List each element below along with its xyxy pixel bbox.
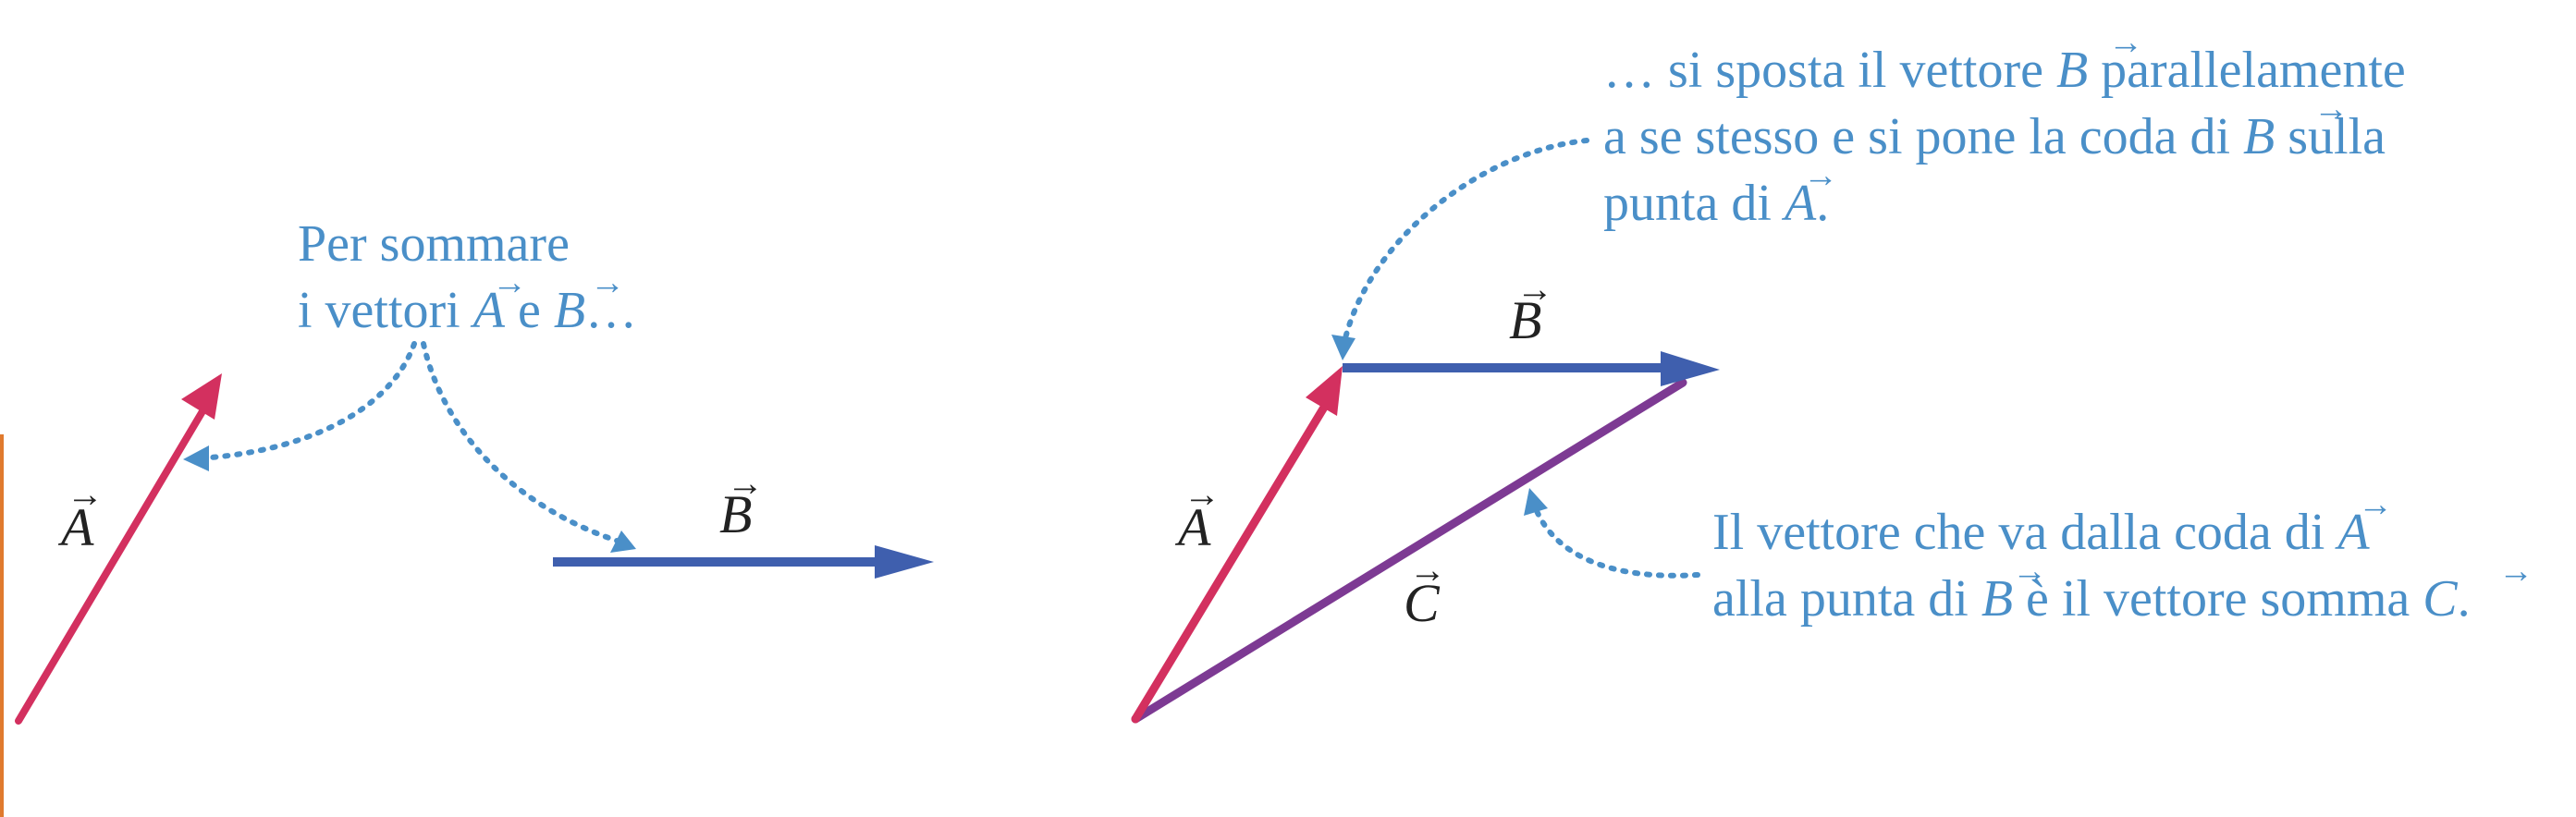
- svg-text:B: B: [1509, 290, 1541, 350]
- left-note-line1: Per sommare: [298, 215, 570, 273]
- vector-a-right: [1131, 366, 1343, 724]
- svg-text:→: →: [2498, 552, 2533, 591]
- svg-text:→: →: [727, 462, 764, 504]
- svg-text:B: B: [719, 484, 752, 544]
- left-pointer-to-b: [421, 341, 636, 553]
- right-top-line1: … si sposta il vettore B parallelamente: [1603, 42, 2406, 99]
- vector-c-sum: [1131, 378, 1687, 724]
- vector-c-label: C →: [1404, 549, 1446, 633]
- svg-text:→: →: [1184, 473, 1221, 515]
- right-pointer-to-sum: [1524, 488, 1700, 579]
- svg-text:→: →: [2313, 90, 2349, 128]
- svg-text:→: →: [590, 263, 625, 302]
- vector-b-right: [1343, 351, 1720, 386]
- svg-text:→: →: [1409, 549, 1446, 591]
- left-annotation: Per sommare i vettori A e B… → →: [298, 215, 637, 339]
- svg-text:→: →: [492, 263, 527, 302]
- svg-text:A: A: [57, 497, 94, 557]
- right-top-line2: a se stesso e si pone la coda di B sulla: [1603, 108, 2386, 165]
- svg-text:C: C: [1404, 573, 1441, 633]
- vector-a-left: [15, 373, 222, 725]
- svg-text:→: →: [2358, 485, 2393, 524]
- svg-text:→: →: [1516, 268, 1553, 310]
- vector-b-label-left: B →: [719, 462, 764, 544]
- svg-text:→: →: [1803, 156, 1838, 195]
- svg-text:A: A: [1174, 497, 1211, 557]
- right-top-annotation: … si sposta il vettore B parallelamente …: [1603, 23, 2406, 232]
- vector-b-label-right: B →: [1509, 268, 1553, 350]
- svg-text:→: →: [2108, 23, 2143, 62]
- right-bottom-line1: Il vettore che va dalla coda di A: [1712, 504, 2370, 561]
- page-edge-bar: [0, 434, 4, 817]
- left-pointer-to-a: [183, 341, 417, 471]
- right-bottom-line2: alla punta di B è il vettore somma C.: [1712, 570, 2471, 628]
- vector-b-left: [553, 545, 934, 579]
- svg-text:→: →: [67, 473, 104, 515]
- right-top-line3: punta di A.: [1603, 175, 1829, 232]
- vector-a-label-right: A →: [1174, 473, 1221, 557]
- left-note-line2: i vettori A e B…: [298, 282, 637, 339]
- right-bottom-annotation: Il vettore che va dalla coda di A alla p…: [1712, 485, 2533, 628]
- right-pointer-to-tail: [1331, 138, 1589, 360]
- svg-text:→: →: [2012, 552, 2047, 591]
- vector-a-label-left: A →: [57, 473, 104, 557]
